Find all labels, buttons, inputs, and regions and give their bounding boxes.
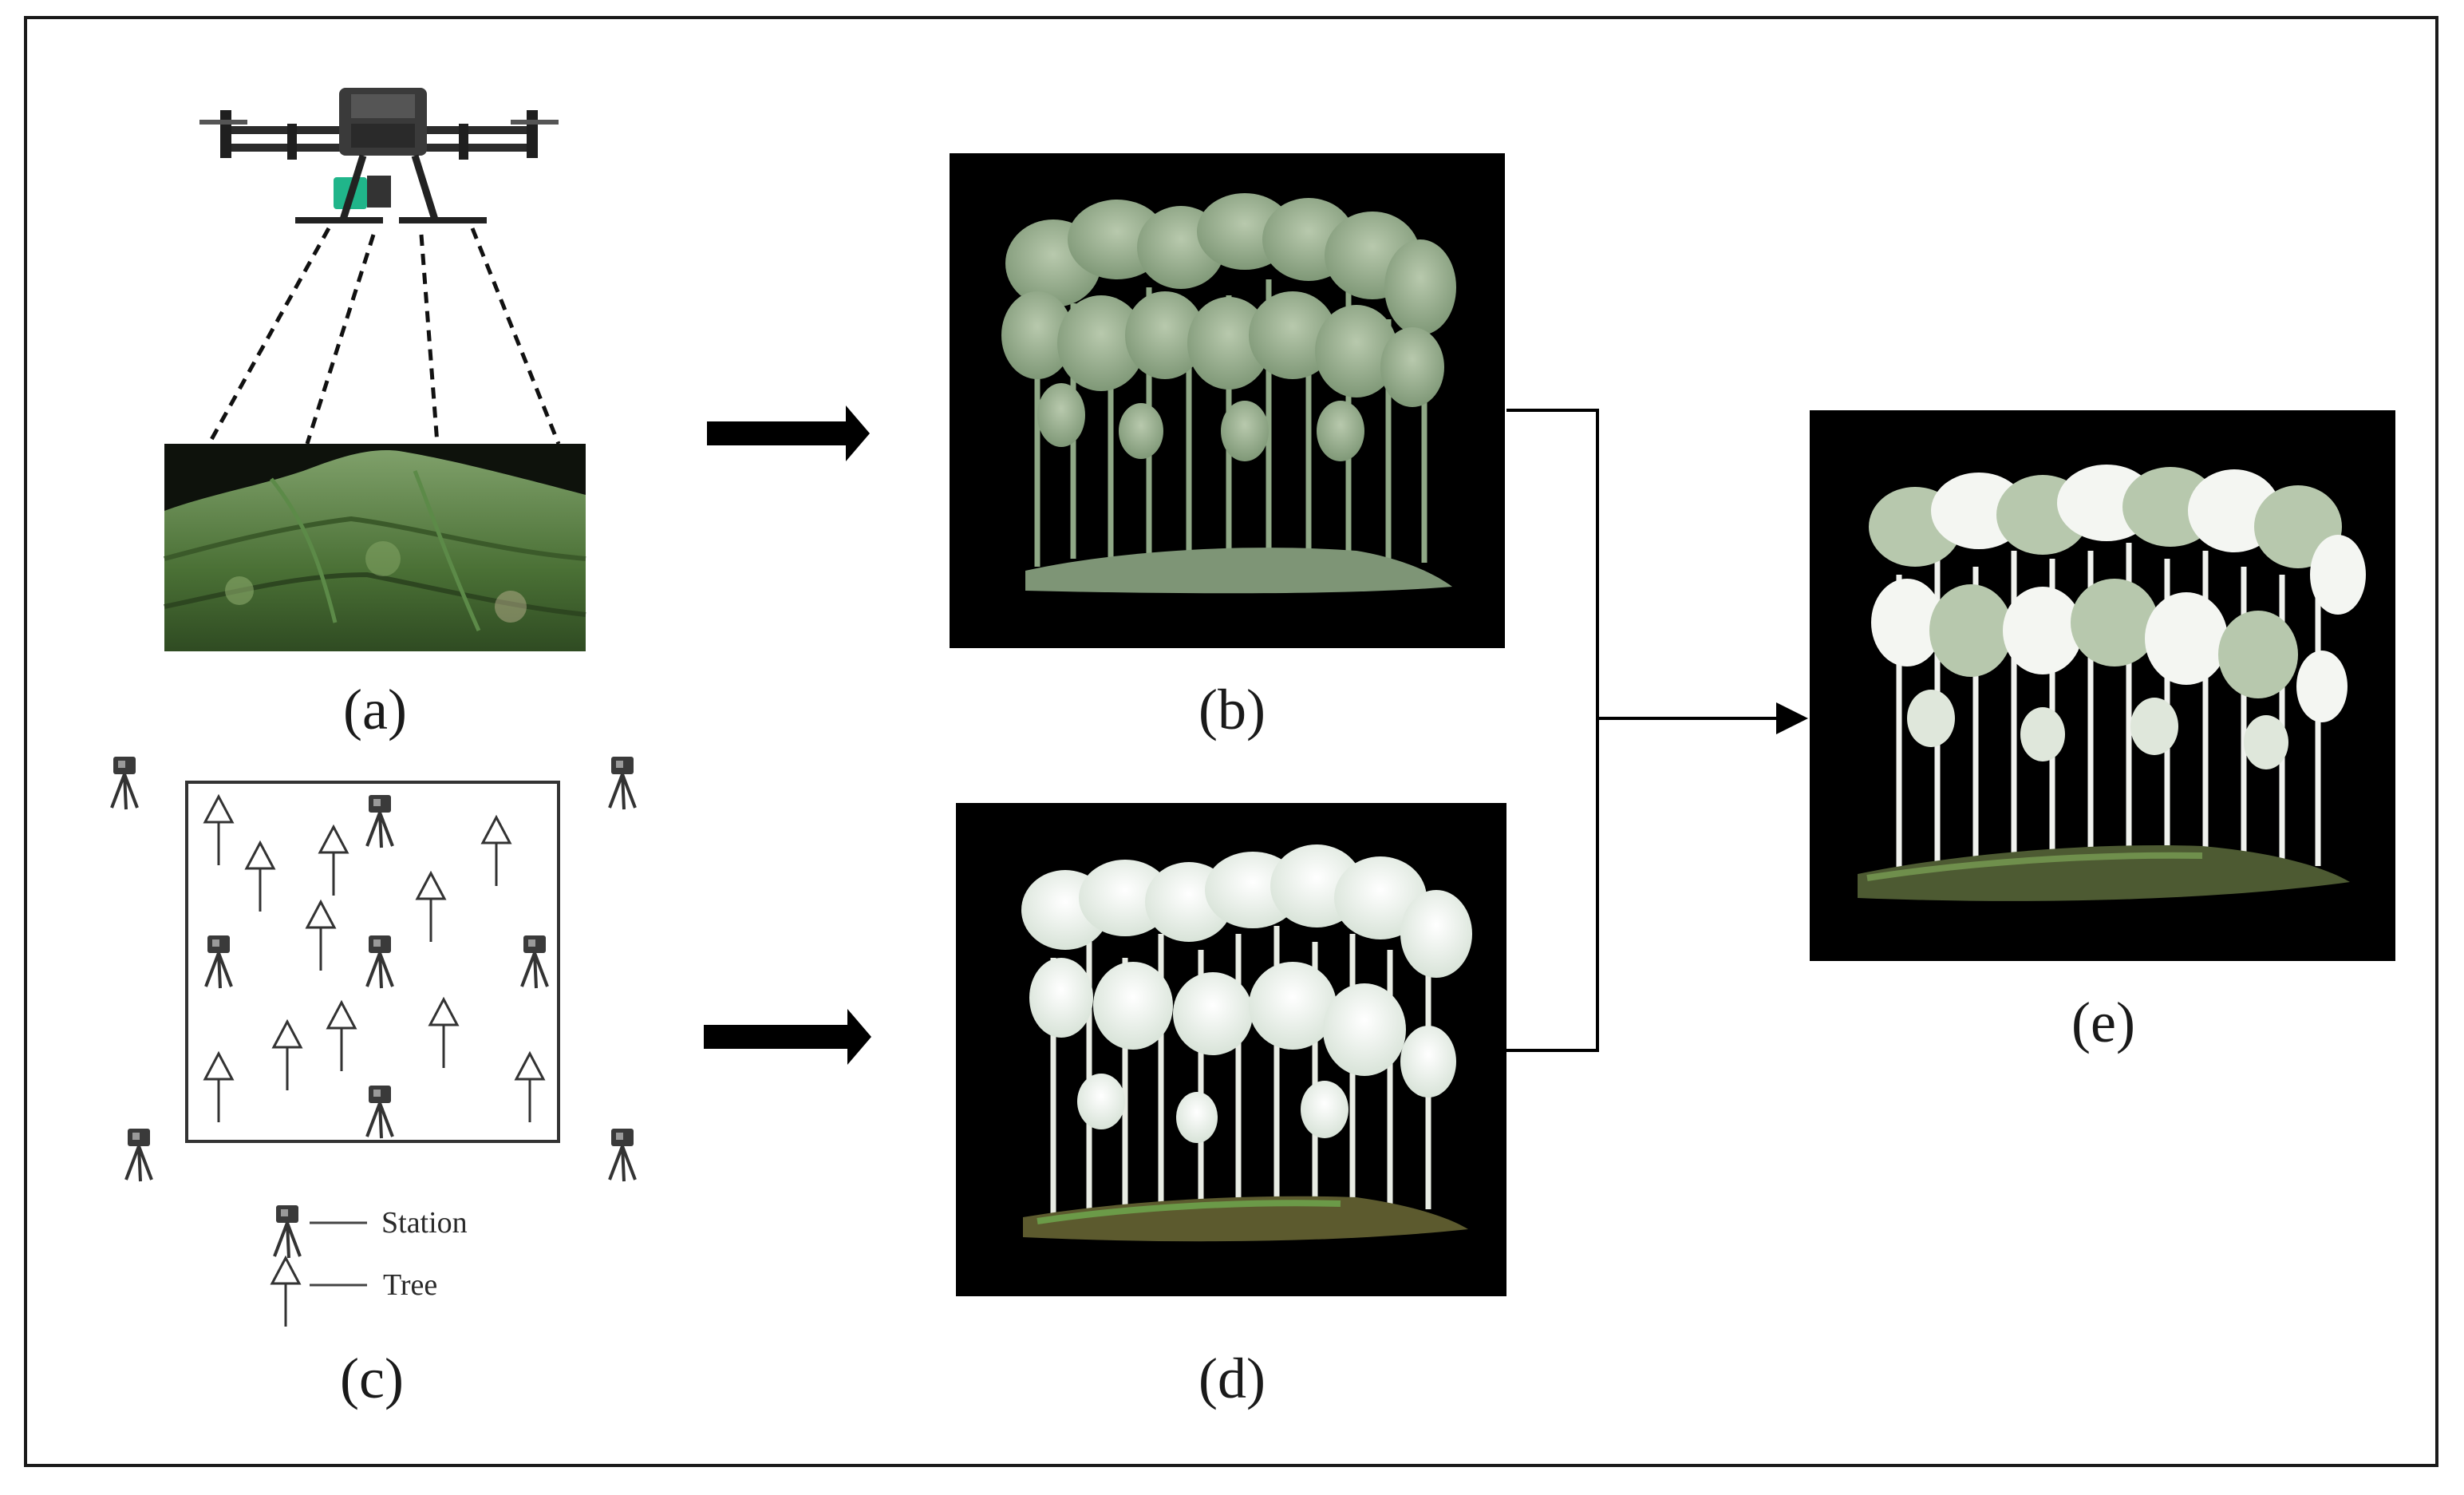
tree-icon	[271, 1018, 303, 1090]
arrow-a-to-b	[707, 405, 870, 461]
terrain-image	[164, 444, 586, 651]
tree-icon	[514, 1050, 546, 1122]
legend-tree-label: Tree	[383, 1268, 438, 1302]
tree-icon	[203, 1050, 235, 1122]
caption-d: (d)	[1198, 1347, 1266, 1410]
tree-icon	[415, 870, 447, 942]
scan-lines	[207, 227, 561, 445]
tree-icon	[428, 996, 460, 1068]
legend-station-icon	[273, 1205, 302, 1259]
station-icon	[520, 935, 549, 989]
tree-icon	[305, 899, 337, 971]
station-icon	[365, 1086, 394, 1139]
station-icon	[608, 757, 637, 810]
arrow-c-to-d	[704, 1009, 871, 1065]
uav-drone-icon	[199, 88, 559, 223]
caption-e: (e)	[2071, 991, 2135, 1054]
fused-point-cloud	[1810, 410, 2395, 961]
legend-tree-icon	[270, 1255, 302, 1327]
caption-a: (a)	[343, 678, 407, 742]
station-icon	[110, 757, 139, 810]
tree-markers	[203, 793, 546, 1122]
merge-connector	[1506, 409, 1808, 1052]
tree-icon	[203, 793, 235, 865]
station-markers	[110, 757, 637, 1182]
tree-icon	[480, 814, 512, 886]
station-icon	[124, 1129, 153, 1182]
caption-c: (c)	[340, 1347, 404, 1410]
station-icon	[365, 935, 394, 989]
legend-station-label: Station	[381, 1206, 468, 1240]
tree-icon	[244, 840, 276, 912]
station-icon	[365, 795, 394, 848]
uav-point-cloud	[950, 153, 1505, 648]
tree-icon	[270, 1255, 302, 1327]
tree-icon	[318, 824, 349, 896]
station-icon	[204, 935, 233, 989]
tree-icon	[326, 999, 357, 1071]
station-icon	[608, 1129, 637, 1182]
station-icon	[273, 1205, 302, 1259]
tls-point-cloud	[956, 803, 1506, 1296]
caption-b: (b)	[1198, 678, 1266, 742]
